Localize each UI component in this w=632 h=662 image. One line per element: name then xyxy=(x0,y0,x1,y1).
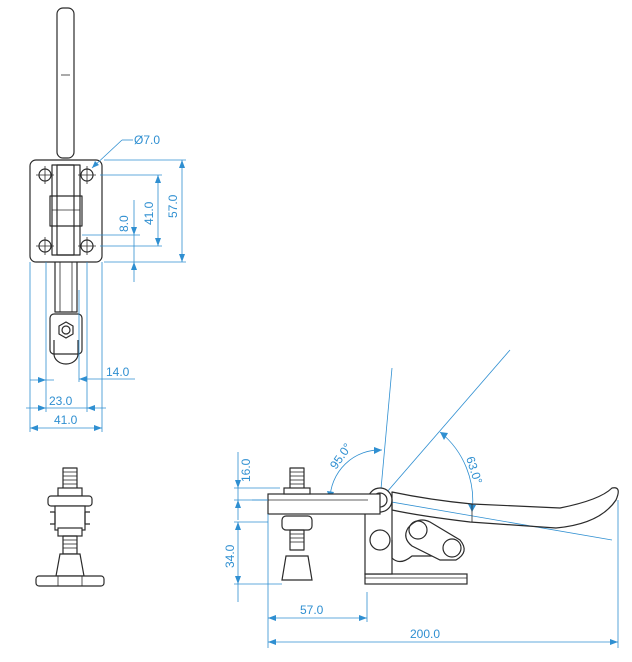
dim-offset: 14.0 xyxy=(106,365,130,379)
end-base-flange xyxy=(35,575,105,587)
link-pin-1 xyxy=(408,520,428,540)
side-handle xyxy=(391,487,619,529)
top-view-dimensions: Ø7.0 57.0 41.0 8.0 14.0 xyxy=(26,133,186,432)
side-clamp-arm xyxy=(267,493,381,515)
dim-base-height: 57.0 xyxy=(166,194,180,218)
base-plate xyxy=(29,159,103,263)
end-body xyxy=(54,505,86,531)
end-holder xyxy=(47,495,93,507)
angle-line-open xyxy=(379,349,511,501)
end-lower-thread xyxy=(62,535,78,555)
end-nut-top xyxy=(57,487,83,497)
end-spindle-thread xyxy=(62,467,78,491)
side-linkage xyxy=(405,519,465,561)
clamp-arm xyxy=(54,262,78,313)
angle-line-closed xyxy=(379,499,613,541)
top-view xyxy=(29,7,103,365)
arc-63 xyxy=(439,431,474,513)
angle-line-vertical xyxy=(379,367,393,501)
dim-width-outer: 41.0 xyxy=(54,413,78,427)
dim-hole-spacing: 41.0 xyxy=(142,201,156,225)
side-view-dimensions: 16.0 34.0 57.0 200.0 xyxy=(223,452,619,648)
spindle-tip xyxy=(53,340,79,365)
end-rubber-tip xyxy=(55,553,85,577)
end-view xyxy=(35,467,105,587)
side-view: 95.0° 63.0° xyxy=(252,349,619,585)
dim-total-length: 200.0 xyxy=(410,627,440,641)
dim-spindle: 16.0 xyxy=(239,458,253,482)
pivot-block xyxy=(49,195,83,227)
dim-width-inner: 23.0 xyxy=(49,394,73,408)
dim-angle-95: 95.0° xyxy=(327,440,355,471)
arc-95 xyxy=(329,449,383,501)
dim-hole-diameter: Ø7.0 xyxy=(134,133,160,147)
nut-bore xyxy=(61,325,71,335)
hex-nut xyxy=(58,321,74,339)
handle-bar xyxy=(56,7,75,159)
dim-slot: 8.0 xyxy=(117,215,131,232)
end-nut-bottom xyxy=(57,527,83,537)
dim-angle-63: 63.0° xyxy=(463,455,485,486)
side-base-plate xyxy=(364,573,468,585)
side-spindle-lower xyxy=(289,529,305,551)
side-spindle-top xyxy=(289,467,305,491)
pivot-lower xyxy=(369,529,391,551)
side-lower-nut xyxy=(281,515,313,531)
link-pin-2 xyxy=(442,538,462,558)
side-body-curve xyxy=(391,540,440,563)
dim-height: 34.0 xyxy=(223,544,237,568)
dim-reach: 57.0 xyxy=(300,603,324,617)
side-rubber-tip xyxy=(281,555,313,581)
